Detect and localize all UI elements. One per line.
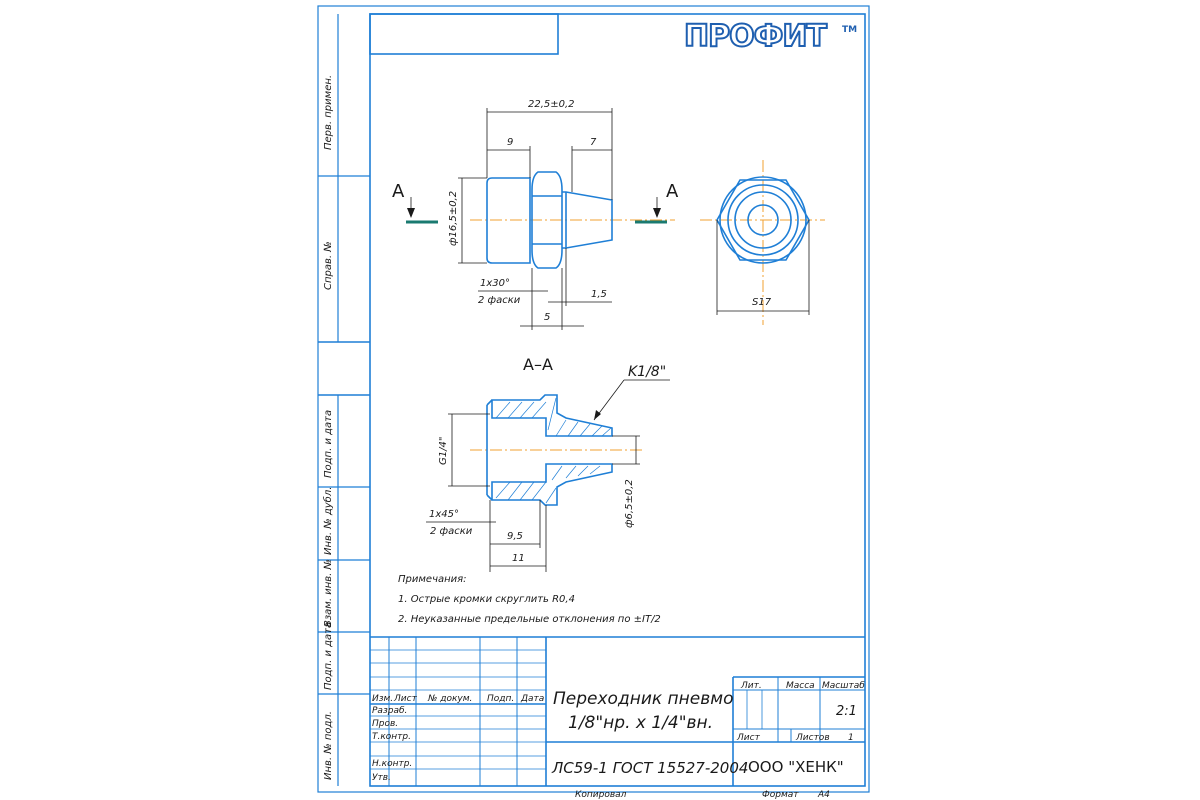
dim-hex-width: 5 [544,312,550,323]
tb-company: ООО "ХЕНК" [748,758,844,776]
dim-gap: 1,5 [591,289,607,300]
tb-sheets-label: Листов [795,733,830,743]
dim-depth-2: 11 [512,553,525,564]
section-view: А–А [426,355,670,572]
stamp-label-podp1: Подп. и дата [323,410,334,478]
inner-frame [369,13,866,787]
tb-role-tkontr: Т.контр. [372,732,411,742]
tb-scale-value: 2:1 [836,704,857,719]
dim-inner-diameter: ф6,5±0,2 [624,479,635,528]
dim-thread-g: G1/4" [438,437,449,465]
stamp-label-podl: Инв. № подл. [323,711,334,780]
tb-copied: Копировал [575,790,627,800]
dim-overall-length: 22,5±0,2 [528,99,575,110]
stamp-label-vzam: Взам. инв. № [323,559,334,627]
dim-chamfers-2-count: 2 фаски [430,526,473,537]
tb-header-docum: № докум. [427,694,472,704]
outer-frame [317,5,870,793]
dim-chamfer-2: 1x45° [429,509,459,520]
cut-label-right: А [666,181,679,202]
tb-format-label: Формат [762,790,799,800]
tb-header-list: Лист [393,694,418,704]
dim-hex-size: S17 [752,297,772,308]
notes-heading: Примечания: [398,574,467,585]
tb-role-utv: Утв. [372,773,391,783]
stamp-label-podp2: Подп. и дата [323,622,334,690]
cut-label-left: А [392,181,405,202]
notes-block: Примечания: 1. Острые кромки скруглить R… [398,574,661,625]
logo-trademark: TM [842,25,857,35]
tb-sheet-label: Лист [736,733,761,743]
hatch-lower [495,465,601,504]
hatch-upper [495,397,612,437]
stamp-label-perv: Перв. примен. [323,75,334,150]
stamp-label-sprav: Справ. № [323,241,334,290]
dim-chamfer-1: 1x30° [480,278,510,289]
profit-logo: ПРОФИТ TM [683,18,857,55]
section-title: А–А [523,355,553,374]
logo-text: ПРОФИТ [684,19,827,54]
side-stamp: Перв. примен. Справ. № Подп. и дата Инв.… [318,14,370,786]
tb-role-nkontr: Н.контр. [372,759,412,769]
stamp-label-dubl: Инв. № дубл. [322,487,334,555]
tb-header-izm: Изм. [372,694,393,704]
tb-col-scale: Масштаб [822,681,865,691]
end-view: S17 [700,160,825,325]
tb-role-prov: Пров. [372,719,398,729]
top-left-box [369,13,559,55]
tb-header-data: Дата [520,694,544,704]
dim-depth-1: 9,5 [507,531,523,542]
dim-chamfers-1-count: 2 фаски [478,295,521,306]
tb-col-lit: Лит. [740,681,762,691]
section-marker-left: А [392,181,438,224]
dim-left-length: 9 [507,137,513,148]
section-marker-right: А [635,181,679,224]
tb-format-value: А4 [817,790,830,800]
dim-right-length: 7 [590,137,597,148]
tb-col-mass: Масса [786,681,815,691]
dim-thread-k: K1/8" [628,364,666,380]
tb-material: ЛС59-1 ГОСТ 15527-2004 [551,759,748,777]
note-item-2: 2. Неуказанные предельные отклонения по … [398,614,661,625]
tb-product-name-1: Переходник пневмо [553,689,733,709]
tb-product-name-2: 1/8"нр. x 1/4"вн. [568,713,713,733]
title-block: Изм. Лист № докум. Подп. Дата Разраб. Пр… [370,636,865,800]
tb-role-razrab: Разраб. [372,706,407,716]
note-item-1: 1. Острые кромки скруглить R0,4 [398,594,575,605]
dim-outer-diameter: ф16,5±0,2 [448,191,459,246]
tb-sheets-value: 1 [848,733,854,743]
front-view: А А 22,5±0,2 9 7 ф16,5±0,2 1x30° 2 фаски… [392,99,679,330]
tb-header-podp: Подп. [487,694,514,704]
